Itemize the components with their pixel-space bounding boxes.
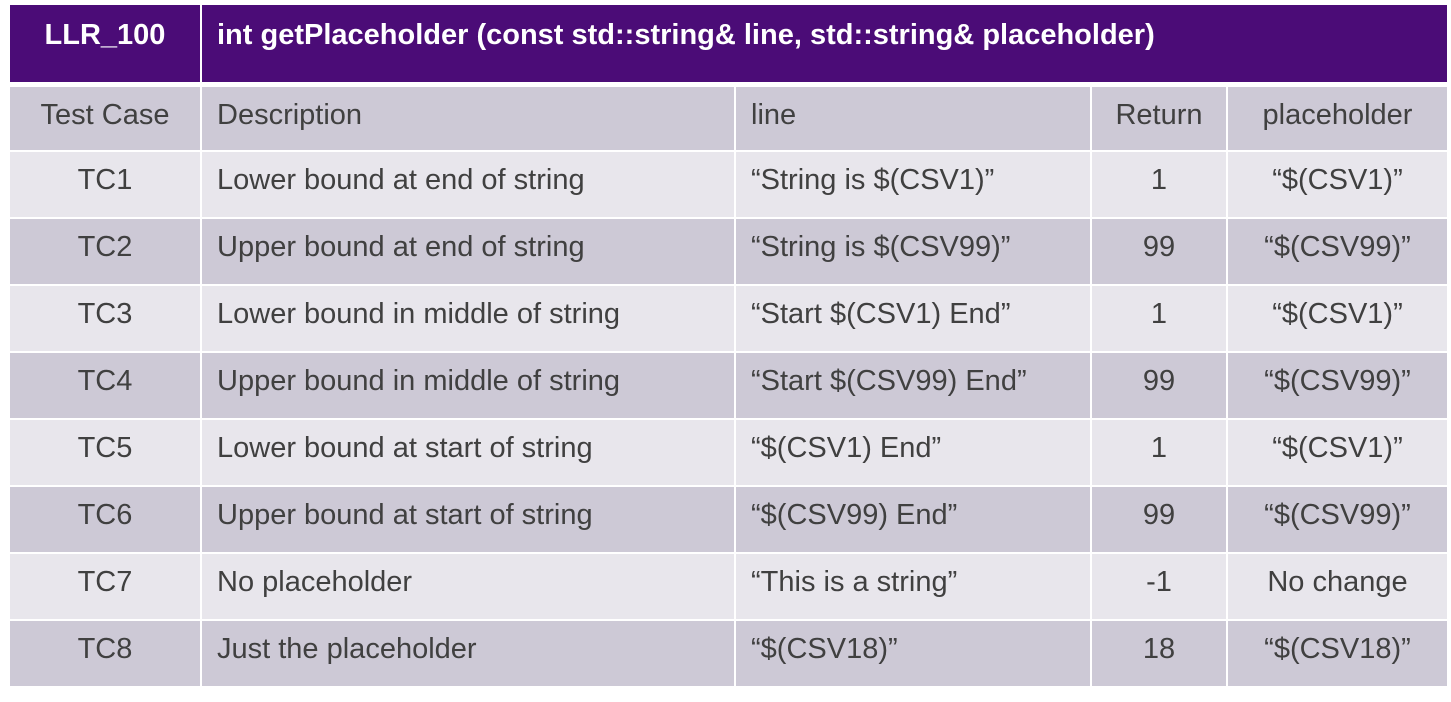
test-case-id: TC8 [10, 621, 200, 688]
test-case-id: TC3 [10, 286, 200, 353]
table-row: TC4 Upper bound in middle of string “Sta… [10, 353, 1447, 420]
placeholder-cell: “$(CSV1)” [1228, 152, 1447, 219]
table-row: TC8 Just the placeholder “$(CSV18)” 18 “… [10, 621, 1447, 688]
placeholder-cell: “$(CSV1)” [1228, 420, 1447, 487]
function-signature: int getPlaceholder (const std::string& l… [202, 5, 1447, 87]
line-cell: “Start $(CSV99) End” [736, 353, 1090, 420]
description-cell: No placeholder [202, 554, 734, 621]
column-header-test-case: Test Case [10, 87, 200, 152]
title-row: LLR_100 int getPlaceholder (const std::s… [10, 5, 1447, 87]
test-case-id: TC5 [10, 420, 200, 487]
table-row: TC6 Upper bound at start of string “$(CS… [10, 487, 1447, 554]
line-cell: “String is $(CSV1)” [736, 152, 1090, 219]
placeholder-cell: “$(CSV18)” [1228, 621, 1447, 688]
return-cell: 99 [1092, 219, 1226, 286]
table-row: TC7 No placeholder “This is a string” -1… [10, 554, 1447, 621]
table-row: TC3 Lower bound in middle of string “Sta… [10, 286, 1447, 353]
return-cell: 1 [1092, 420, 1226, 487]
test-case-id: TC6 [10, 487, 200, 554]
placeholder-cell: “$(CSV99)” [1228, 353, 1447, 420]
placeholder-cell: “$(CSV99)” [1228, 487, 1447, 554]
test-case-id: TC1 [10, 152, 200, 219]
placeholder-cell: No change [1228, 554, 1447, 621]
return-cell: 1 [1092, 152, 1226, 219]
line-cell: “Start $(CSV1) End” [736, 286, 1090, 353]
column-header-description: Description [202, 87, 734, 152]
table-row: TC5 Lower bound at start of string “$(CS… [10, 420, 1447, 487]
column-header-placeholder: placeholder [1228, 87, 1447, 152]
line-cell: “String is $(CSV99)” [736, 219, 1090, 286]
description-cell: Upper bound in middle of string [202, 353, 734, 420]
placeholder-cell: “$(CSV1)” [1228, 286, 1447, 353]
requirement-id: LLR_100 [10, 5, 200, 87]
description-cell: Lower bound at end of string [202, 152, 734, 219]
line-cell: “$(CSV18)” [736, 621, 1090, 688]
line-cell: “$(CSV1) End” [736, 420, 1090, 487]
test-case-table: LLR_100 int getPlaceholder (const std::s… [8, 5, 1449, 688]
test-case-id: TC2 [10, 219, 200, 286]
description-cell: Lower bound in middle of string [202, 286, 734, 353]
description-cell: Lower bound at start of string [202, 420, 734, 487]
return-cell: -1 [1092, 554, 1226, 621]
description-cell: Just the placeholder [202, 621, 734, 688]
line-cell: “$(CSV99) End” [736, 487, 1090, 554]
return-cell: 1 [1092, 286, 1226, 353]
return-cell: 18 [1092, 621, 1226, 688]
test-case-id: TC7 [10, 554, 200, 621]
column-header-line: line [736, 87, 1090, 152]
description-cell: Upper bound at start of string [202, 487, 734, 554]
column-header-return: Return [1092, 87, 1226, 152]
placeholder-cell: “$(CSV99)” [1228, 219, 1447, 286]
column-header-row: Test Case Description line Return placeh… [10, 87, 1447, 152]
table-row: TC1 Lower bound at end of string “String… [10, 152, 1447, 219]
return-cell: 99 [1092, 487, 1226, 554]
description-cell: Upper bound at end of string [202, 219, 734, 286]
table-row: TC2 Upper bound at end of string “String… [10, 219, 1447, 286]
line-cell: “This is a string” [736, 554, 1090, 621]
test-case-id: TC4 [10, 353, 200, 420]
return-cell: 99 [1092, 353, 1226, 420]
